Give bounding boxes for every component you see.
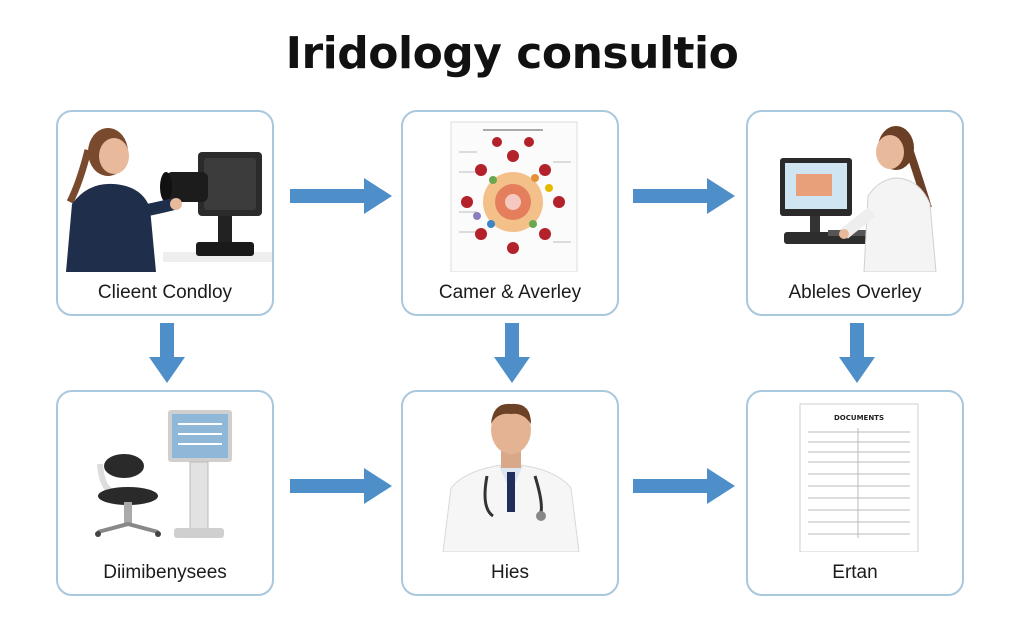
- step-card-3: Ableles Overley: [746, 110, 964, 316]
- arrow-right-icon: [633, 468, 735, 504]
- arrow-right-icon: [290, 468, 392, 504]
- iris-chart-icon: [450, 121, 578, 272]
- arrow-down-icon: [839, 323, 875, 383]
- report-document-icon: DOCUMENTS: [799, 403, 919, 552]
- step-card-2: Camer & Averley: [401, 110, 619, 316]
- camera-operator-icon: [66, 128, 272, 272]
- step-card-1: Clieent Condloy: [56, 110, 274, 316]
- arrow-right-icon: [290, 178, 392, 214]
- step-label-4: Diimibenysees: [103, 562, 227, 583]
- step-card-4: Diimibenysees: [56, 390, 274, 596]
- page-title: Iridology consultio: [285, 28, 739, 79]
- step-label-5: Hies: [490, 562, 529, 583]
- arrow-down-icon: [149, 323, 185, 383]
- computer-analyst-icon: [780, 126, 937, 272]
- doc-heading: DOCUMENTS: [834, 414, 884, 422]
- exam-chair-station-icon: [95, 410, 232, 538]
- step-card-5: Hies: [401, 390, 619, 596]
- step-label-1: Clieent Condloy: [97, 282, 233, 303]
- doctor-icon: [442, 403, 580, 552]
- step-label-6: Ertan: [832, 562, 878, 583]
- arrow-right-icon: [633, 178, 735, 214]
- step-label-3: Ableles Overley: [788, 282, 922, 303]
- step-card-6: DOCUMENTS Ertan: [746, 390, 964, 596]
- arrow-down-icon: [494, 323, 530, 383]
- step-label-2: Camer & Averley: [438, 282, 582, 303]
